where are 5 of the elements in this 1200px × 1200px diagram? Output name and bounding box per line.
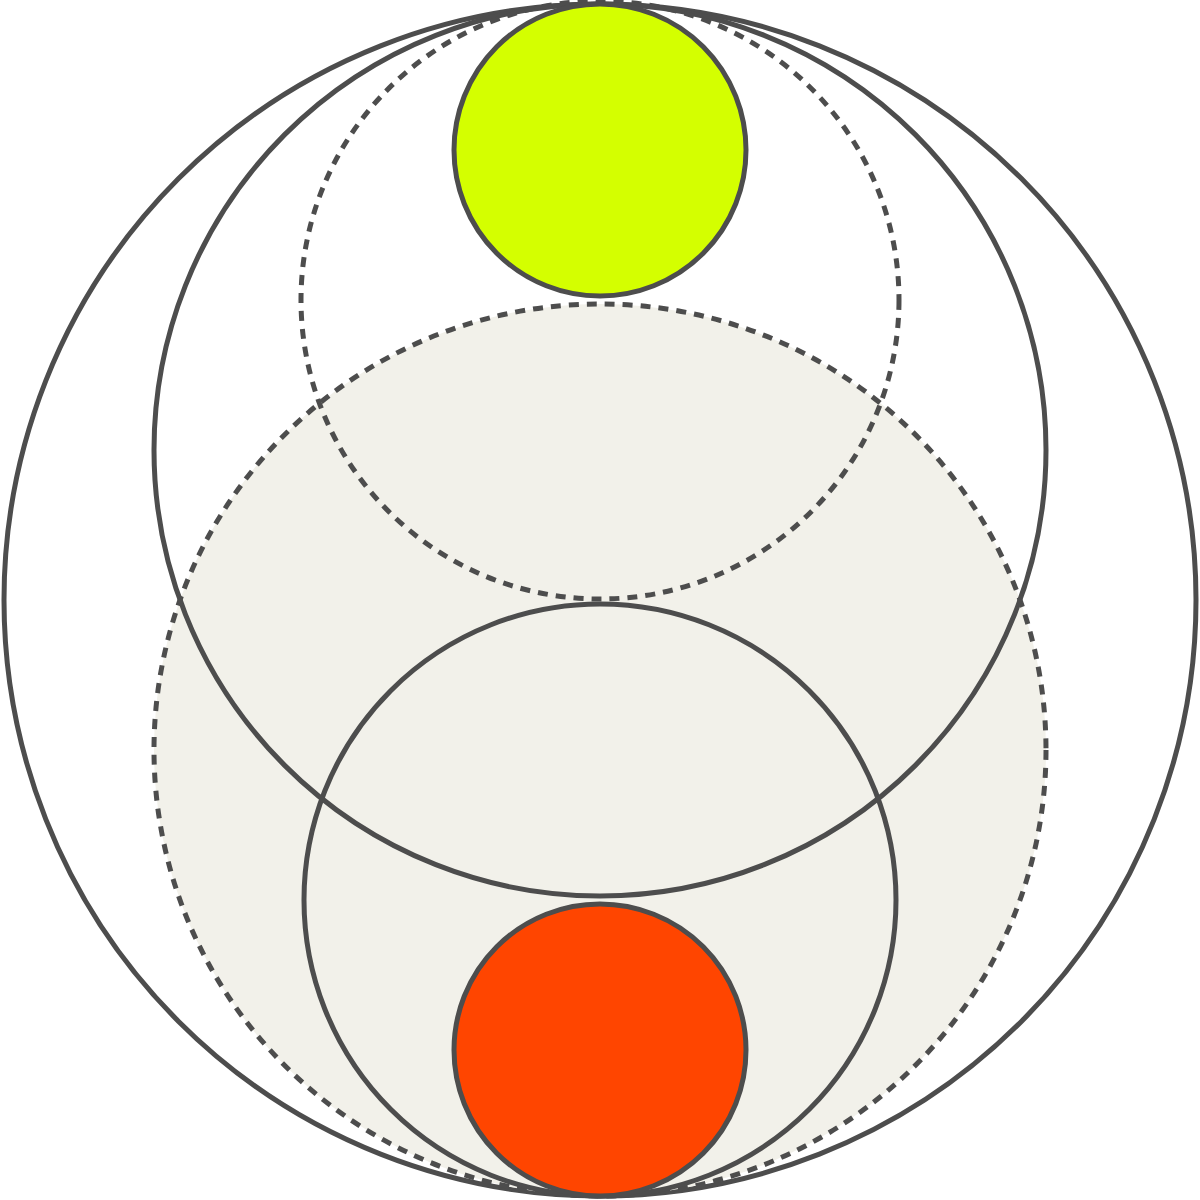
small-top-circle	[451, 1, 749, 299]
middle-circle	[301, 601, 899, 1199]
small-bottom-circle	[451, 901, 749, 1199]
large-circle	[151, 0, 1049, 899]
shaded-dashed-circle	[151, 301, 1049, 1199]
